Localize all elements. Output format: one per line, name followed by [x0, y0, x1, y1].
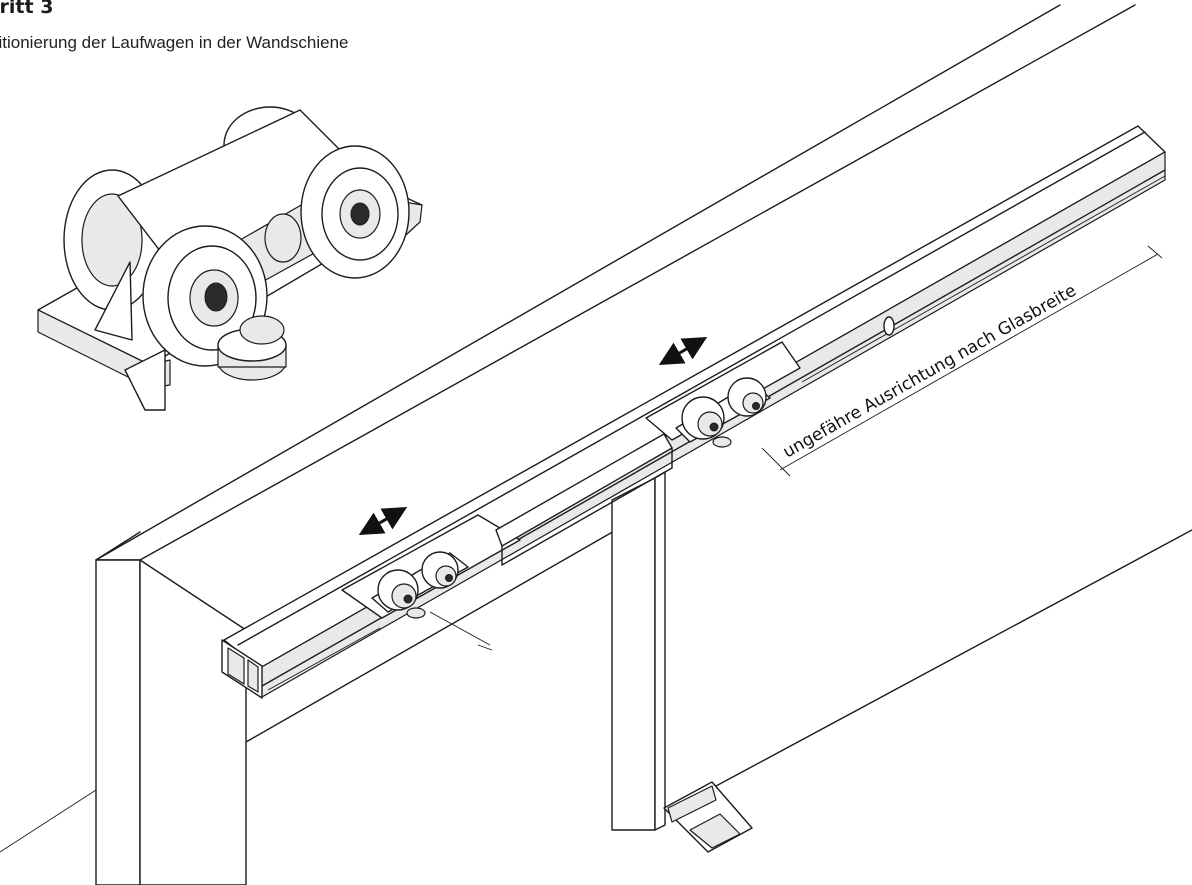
- move-arrow-right: [658, 336, 708, 366]
- carriage-detail: [37, 106, 423, 411]
- wall-outline: [0, 4, 1192, 853]
- dimension-lines: [429, 245, 1163, 651]
- carriage-left: [371, 551, 469, 619]
- left-wall-post: [95, 531, 247, 885]
- middle-wall-post: [611, 471, 666, 831]
- floor-guide: [663, 781, 753, 853]
- step-subtitle: sitionierung der Laufwagen in der Wandsc…: [0, 33, 349, 52]
- step-title: hritt 3: [0, 0, 54, 18]
- move-arrow-left: [358, 506, 408, 536]
- carriage-right: [675, 377, 771, 448]
